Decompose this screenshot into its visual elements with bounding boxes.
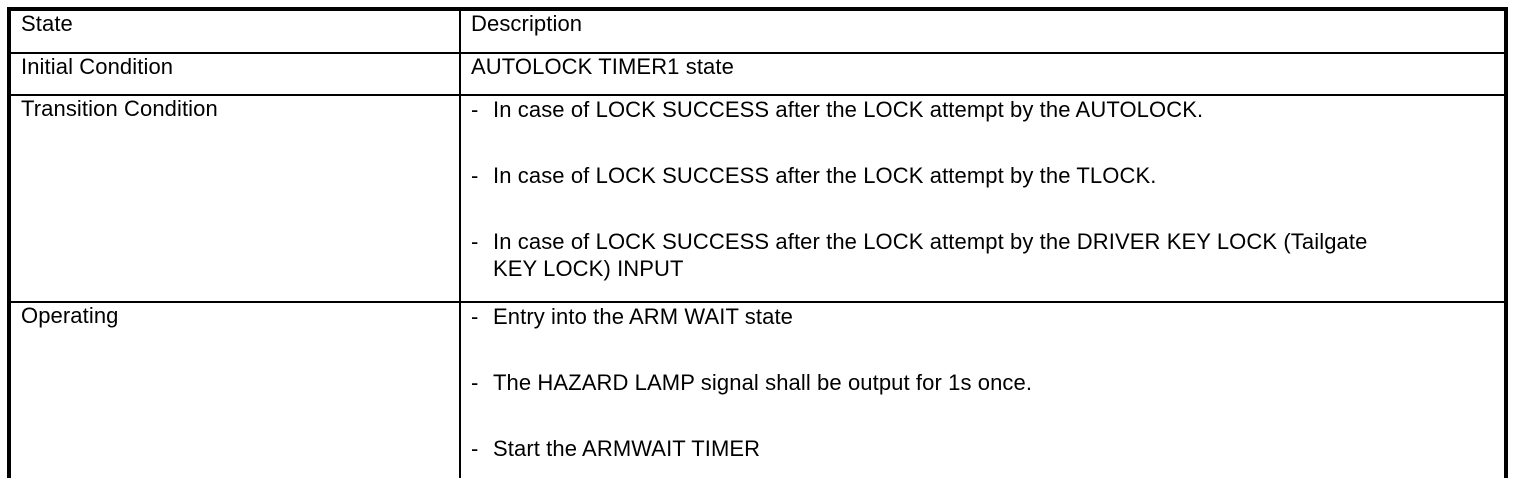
description-cell-initial-condition: AUTOLOCK TIMER1 state xyxy=(459,52,1504,96)
list-item-line: In case of LOCK SUCCESS after the LOCK a… xyxy=(493,97,1204,122)
list-item-line: The HAZARD LAMP signal shall be output f… xyxy=(493,370,1033,395)
bullet-dash-icon: - xyxy=(471,304,479,329)
list-item-line: Start the ARMWAIT TIMER xyxy=(493,436,761,461)
list-item-line-continued: KEY LOCK) INPUT xyxy=(493,256,684,281)
bullet-dash-icon: - xyxy=(471,97,479,122)
header-label-description: Description xyxy=(471,11,583,36)
list-item: - Start the ARMWAIT TIMER xyxy=(471,435,1494,462)
description-text-initial-condition: AUTOLOCK TIMER1 state xyxy=(471,54,734,79)
bullet-dash-icon: - xyxy=(471,436,479,461)
header-label-state: State xyxy=(21,11,73,36)
state-cell-transition-condition: Transition Condition xyxy=(11,94,461,303)
list-item-line: In case of LOCK SUCCESS after the LOCK a… xyxy=(493,229,1368,254)
header-cell-description: Description xyxy=(459,11,1504,54)
list-item-line: In case of LOCK SUCCESS after the LOCK a… xyxy=(493,163,1157,188)
list-item: - The HAZARD LAMP signal shall be output… xyxy=(471,369,1494,396)
state-label-initial-condition: Initial Condition xyxy=(21,54,174,79)
state-cell-operating: Operating xyxy=(11,301,461,478)
list-item: - In case of LOCK SUCCESS after the LOCK… xyxy=(471,162,1494,189)
list-item: - Entry into the ARM WAIT state xyxy=(471,303,1494,330)
list-item: - In case of LOCK SUCCESS after the LOCK… xyxy=(471,228,1494,282)
bullet-dash-icon: - xyxy=(471,229,479,254)
state-description-table: State Description Initial Condition AUTO… xyxy=(7,7,1508,478)
state-label-transition-condition: Transition Condition xyxy=(21,96,218,121)
state-label-operating: Operating xyxy=(21,303,119,328)
table-row-transition-condition: Transition Condition - In case of LOCK S… xyxy=(11,94,1504,303)
operating-list: - Entry into the ARM WAIT state - The HA… xyxy=(471,303,1494,462)
list-item: - In case of LOCK SUCCESS after the LOCK… xyxy=(471,96,1494,123)
table-row-initial-condition: Initial Condition AUTOLOCK TIMER1 state xyxy=(11,52,1504,96)
header-cell-state: State xyxy=(11,11,461,54)
description-cell-operating: - Entry into the ARM WAIT state - The HA… xyxy=(459,301,1504,478)
list-item-line: Entry into the ARM WAIT state xyxy=(493,304,794,329)
bullet-dash-icon: - xyxy=(471,370,479,395)
table-header-row: State Description xyxy=(11,11,1504,54)
bullet-dash-icon: - xyxy=(471,163,479,188)
description-cell-transition-condition: - In case of LOCK SUCCESS after the LOCK… xyxy=(459,94,1504,303)
state-cell-initial-condition: Initial Condition xyxy=(11,52,461,96)
transition-condition-list: - In case of LOCK SUCCESS after the LOCK… xyxy=(471,96,1494,282)
table-row-operating: Operating - Entry into the ARM WAIT stat… xyxy=(11,301,1504,478)
